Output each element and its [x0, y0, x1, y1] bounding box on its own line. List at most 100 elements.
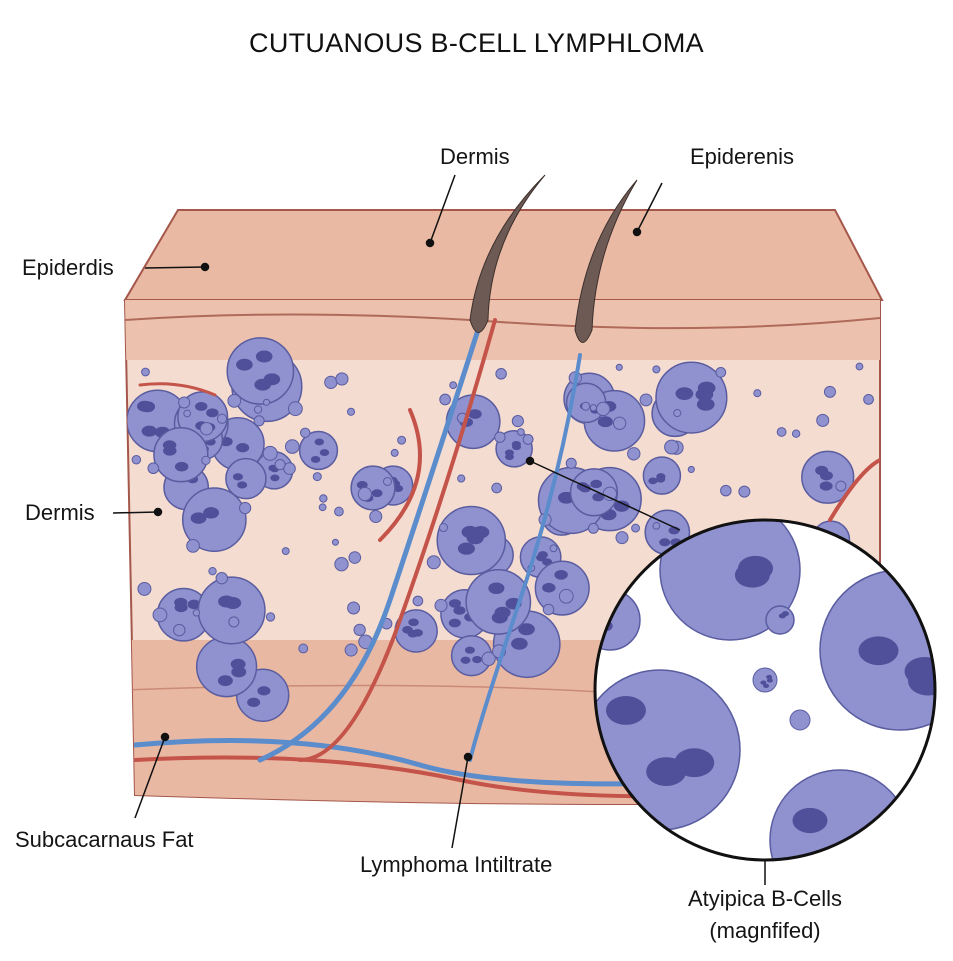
lymphocyte: [324, 375, 338, 389]
lymphocyte: [208, 566, 217, 576]
b-cell: [225, 457, 267, 500]
lymphocyte: [262, 398, 271, 406]
lymphocyte: [738, 485, 751, 498]
lymphocyte: [284, 439, 300, 454]
b-cell: [226, 337, 295, 405]
lymphocyte: [426, 555, 441, 570]
lymphocyte: [449, 381, 458, 390]
lymphocyte: [558, 588, 574, 604]
label-dermis-top: Dermis: [440, 144, 510, 169]
b-cell: [534, 560, 590, 616]
label-epiderenis-top: Epiderenis: [690, 144, 794, 169]
lymphocyte: [776, 427, 787, 437]
lymphocyte: [835, 480, 847, 492]
lymphocyte: [331, 538, 339, 546]
lymphocyte: [863, 394, 874, 405]
label-dermis-left: Dermis: [25, 500, 95, 525]
lymphocyte: [823, 385, 836, 398]
lymphocyte: [357, 486, 372, 502]
lymphocyte: [581, 401, 591, 411]
lymphocyte: [227, 393, 242, 408]
lymphocyte: [147, 462, 160, 475]
lymphocyte: [390, 448, 399, 457]
b-cell: [642, 456, 682, 495]
lymphocyte: [491, 482, 503, 494]
lymphocyte: [344, 643, 358, 657]
lymphocyte: [152, 607, 168, 623]
label-lymphoma-infiltrate: Lymphoma Intiltrate: [360, 852, 553, 877]
hair-follicle-1: [469, 174, 546, 333]
lymphocyte: [183, 409, 192, 418]
b-cell: [153, 427, 209, 483]
lymphocyte: [481, 651, 496, 666]
lymphocyte: [652, 365, 661, 374]
lymphocyte: [434, 598, 448, 613]
lymphocyte: [382, 476, 392, 486]
lymphocyte: [720, 484, 732, 497]
lymphocyte: [319, 494, 328, 503]
lymphocyte: [612, 416, 627, 430]
label-atypical-b-cells: Atyipica B-Cells: [687, 886, 843, 911]
lymphocyte: [369, 509, 383, 524]
lymphocyte: [495, 368, 507, 380]
lymphocyte: [565, 457, 577, 469]
lymphocyte: [542, 603, 555, 616]
atypical-b-cell: [765, 605, 795, 635]
b-cell: [350, 465, 396, 511]
lymphocyte: [855, 362, 864, 371]
lymphocyte: [281, 547, 290, 556]
lymphocyte: [439, 393, 451, 406]
lymphocyte: [673, 409, 682, 418]
b-cell: [197, 576, 266, 645]
lymphocyte: [549, 544, 558, 553]
lymphocyte: [201, 455, 211, 466]
lymphocyte: [438, 523, 448, 533]
lymphocyte: [253, 415, 265, 427]
lymphocyte: [318, 503, 327, 512]
hair-follicle-2: [574, 179, 638, 343]
lymphocyte: [298, 643, 309, 654]
lymphocyte: [589, 404, 598, 412]
lymphocyte: [753, 389, 762, 398]
lymphocyte: [173, 623, 186, 637]
lymphocyte: [348, 551, 362, 564]
lymphocyte: [215, 571, 228, 585]
lymphocyte: [457, 474, 466, 483]
lymphocyte: [816, 413, 830, 427]
lymphocyte: [216, 413, 228, 424]
lymphocyte: [199, 421, 214, 436]
atypical-b-cell: [919, 759, 935, 801]
lymphocyte: [312, 472, 322, 482]
lymphocyte: [595, 401, 611, 417]
lymphocyte: [228, 616, 240, 628]
lymphocyte: [192, 609, 201, 617]
diagram-title: CUTUANOUS B-CELL LYMPHLOMA: [249, 28, 704, 58]
lymphocyte: [412, 595, 424, 607]
lymphocyte: [131, 454, 142, 465]
lymphocyte: [615, 363, 623, 371]
lymphocyte: [335, 372, 349, 386]
lymphocyte: [715, 366, 727, 378]
lymphocyte: [791, 429, 801, 438]
lymphocyte: [664, 439, 680, 455]
lymphocyte: [687, 465, 695, 474]
lymphocyte: [334, 506, 344, 517]
label-epiderdis: Epiderdis: [22, 255, 114, 280]
lymphocyte: [253, 405, 263, 414]
label-subcutaneous-fat: Subcacarnaus Fat: [15, 827, 194, 852]
b-cell: [181, 487, 247, 553]
lymphocyte: [141, 367, 150, 377]
lymphocyte: [494, 431, 506, 443]
b-cell: [298, 430, 339, 471]
b-cell: [195, 635, 258, 698]
b-cell: [436, 505, 507, 576]
atypical-b-cell: [752, 667, 778, 693]
lymphocyte: [587, 522, 599, 534]
atypical-b-cell: [789, 709, 811, 731]
leader-lines: [112, 174, 766, 885]
lymphocyte: [288, 401, 303, 417]
lymphocyte: [652, 521, 661, 530]
lymphocyte: [615, 531, 629, 545]
lymphocyte: [346, 407, 356, 416]
